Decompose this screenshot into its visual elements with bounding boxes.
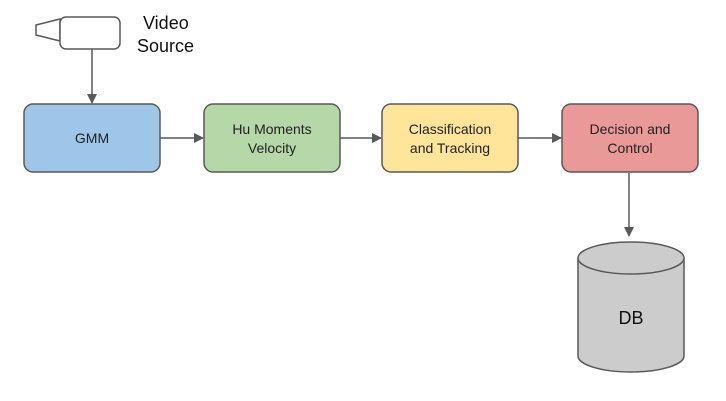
classification-block: Classification and Tracking bbox=[381, 103, 519, 173]
db-top bbox=[577, 241, 685, 275]
decision-label-line2: Control bbox=[607, 140, 652, 156]
gmm-block: GMM bbox=[23, 103, 161, 173]
hu-moments-label-line2: Velocity bbox=[248, 140, 296, 156]
decision-label-line1: Decision and bbox=[590, 121, 671, 137]
classification-box bbox=[381, 103, 519, 173]
db-label: DB bbox=[618, 308, 643, 328]
classification-label-line1: Classification bbox=[409, 121, 491, 137]
video-source-label-line1: Video bbox=[143, 13, 189, 33]
gmm-label: GMM bbox=[75, 130, 109, 146]
classification-label-line2: and Tracking bbox=[410, 140, 490, 156]
db-body bbox=[577, 258, 685, 373]
hu-moments-block: Hu Moments Velocity bbox=[203, 103, 341, 173]
hu-moments-label-line1: Hu Moments bbox=[232, 121, 311, 137]
gmm-box bbox=[23, 103, 161, 173]
database-cylinder-icon: DB bbox=[577, 241, 685, 373]
decision-box bbox=[561, 103, 699, 173]
video-camera-icon bbox=[35, 16, 121, 50]
decision-block: Decision and Control bbox=[561, 103, 699, 173]
hu-moments-box bbox=[203, 103, 341, 173]
video-source-label-line2: Source bbox=[137, 36, 194, 56]
